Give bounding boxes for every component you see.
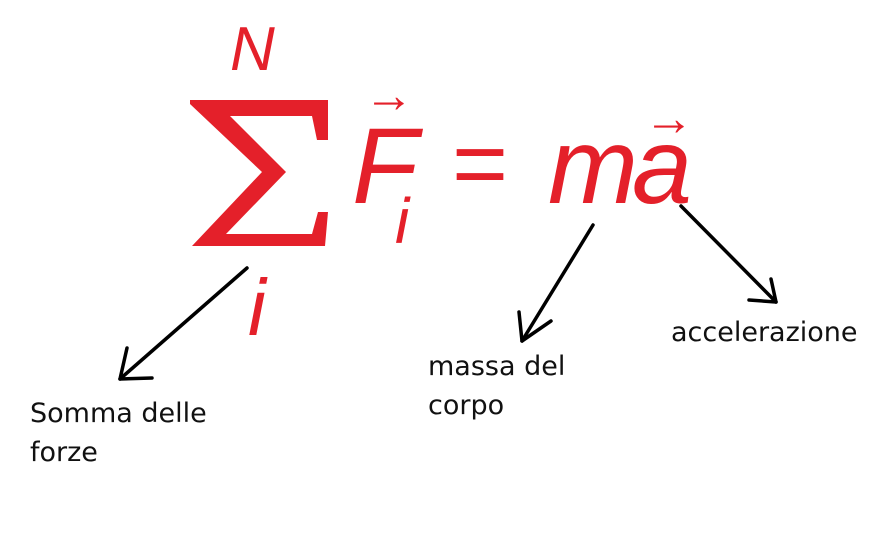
force-symbol: F bbox=[352, 105, 424, 226]
acceleration-label: accelerazione bbox=[671, 317, 858, 348]
sum-pointer-arrow bbox=[118, 266, 249, 381]
force-subscript: i bbox=[395, 185, 411, 257]
mass-symbol: m bbox=[548, 105, 638, 226]
sum-upper-limit: N bbox=[230, 15, 275, 84]
equals-sign: = bbox=[452, 110, 508, 217]
sum-lower-limit: i bbox=[248, 263, 268, 352]
mass-pointer-arrow bbox=[517, 223, 595, 343]
acceleration-pointer-arrow bbox=[679, 204, 778, 304]
acceleration-vector-arrow: → bbox=[644, 90, 694, 146]
force-vector-arrow: → bbox=[364, 67, 414, 123]
sum-of-forces-label: Somma delle forze bbox=[30, 398, 207, 468]
summation-sign bbox=[190, 100, 328, 246]
body-mass-label: massa del corpo bbox=[428, 351, 566, 421]
